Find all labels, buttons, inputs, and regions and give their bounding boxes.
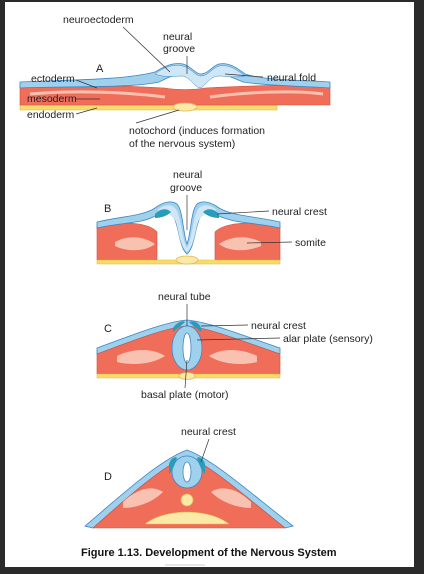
panel-a-letter: A xyxy=(96,63,104,75)
panel-b-neural-crest-right xyxy=(203,209,219,218)
panel-a: A neuroectoderm neural groove ectoderm m… xyxy=(19,14,331,150)
leader-alar-plate xyxy=(196,337,281,341)
label-neuroectoderm: neuroectoderm xyxy=(63,14,134,26)
panel-d-somite-left xyxy=(123,488,163,508)
panel-d-central-canal xyxy=(182,461,192,483)
label-a-neural-groove-line1: neural xyxy=(163,31,192,43)
panel-b-notochord xyxy=(175,255,199,265)
label-alar-plate: alar plate (sensory) xyxy=(283,333,373,345)
label-notochord-line2: of the nervous system) xyxy=(129,138,235,150)
label-a-neural-groove-line2: groove xyxy=(163,43,195,55)
leader-basal-plate xyxy=(184,359,188,389)
leader-endoderm xyxy=(75,107,98,115)
leader-ectoderm xyxy=(75,79,98,89)
label-somite: somite xyxy=(295,237,326,249)
panel-c-central-canal xyxy=(182,332,192,364)
panel-b-somite-right xyxy=(219,237,261,251)
label-endoderm: endoderm xyxy=(27,109,75,121)
leader-b-neural-crest xyxy=(216,210,270,215)
label-b-neural-crest: neural crest xyxy=(272,206,327,218)
panel-d-somite-right xyxy=(211,488,251,508)
label-basal-plate: basal plate (motor) xyxy=(141,389,229,401)
panel-c: C neural tube neural crest alar plate (s… xyxy=(96,291,373,401)
label-b-neural-groove-line1: neural xyxy=(173,169,202,181)
panel-c-letter: C xyxy=(104,323,112,335)
panel-c-neural-crest-left xyxy=(173,321,185,332)
panel-d-neural-crest-left xyxy=(169,457,177,474)
panel-d-notochord xyxy=(180,493,194,507)
label-notochord-line1: notochord (induces formation xyxy=(129,125,265,137)
label-d-neural-crest: neural crest xyxy=(181,426,236,438)
label-ectoderm: ectoderm xyxy=(31,73,75,85)
leader-neuroectoderm xyxy=(122,26,171,73)
label-mesoderm: mesoderm xyxy=(27,93,77,105)
panel-a-mesoderm-streak-right xyxy=(209,90,324,99)
panel-a-neural-plate xyxy=(154,65,246,89)
panel-b-somite-left xyxy=(115,237,155,251)
leader-c-neural-crest xyxy=(200,324,249,327)
panel-c-notochord xyxy=(178,372,196,380)
nervous-system-development-figure: A neuroectoderm neural groove ectoderm m… xyxy=(19,14,373,566)
label-c-neural-crest: neural crest xyxy=(251,320,306,332)
leader-neural-fold xyxy=(224,73,264,78)
panel-c-somite-left xyxy=(117,350,165,364)
panel-c-neural-crest-right xyxy=(189,321,201,332)
panel-a-mesoderm-streak-left xyxy=(29,90,166,99)
figure-caption: Figure 1.13. Development of the Nervous … xyxy=(81,547,337,559)
panel-a-notochord xyxy=(172,102,198,112)
panel-b-letter: B xyxy=(104,203,111,215)
label-b-neural-groove-line2: groove xyxy=(170,182,202,194)
panel-b: B neural groove neural crest somite xyxy=(96,169,327,265)
panel-b-neural-crest-left xyxy=(155,209,171,218)
leader-somite xyxy=(246,241,293,244)
label-neural-tube: neural tube xyxy=(158,291,211,303)
panel-d-neural-crest-right xyxy=(197,457,205,474)
panel-c-somite-right xyxy=(209,350,257,364)
leader-notochord xyxy=(135,109,180,124)
leader-d-neural-crest xyxy=(200,438,210,463)
figure-frame: A neuroectoderm neural groove ectoderm m… xyxy=(5,2,414,567)
panel-d-letter: D xyxy=(104,471,112,483)
panel-d-gut xyxy=(144,511,230,525)
label-neural-fold: neural fold xyxy=(267,72,316,84)
panel-d: D neural crest xyxy=(84,426,294,529)
